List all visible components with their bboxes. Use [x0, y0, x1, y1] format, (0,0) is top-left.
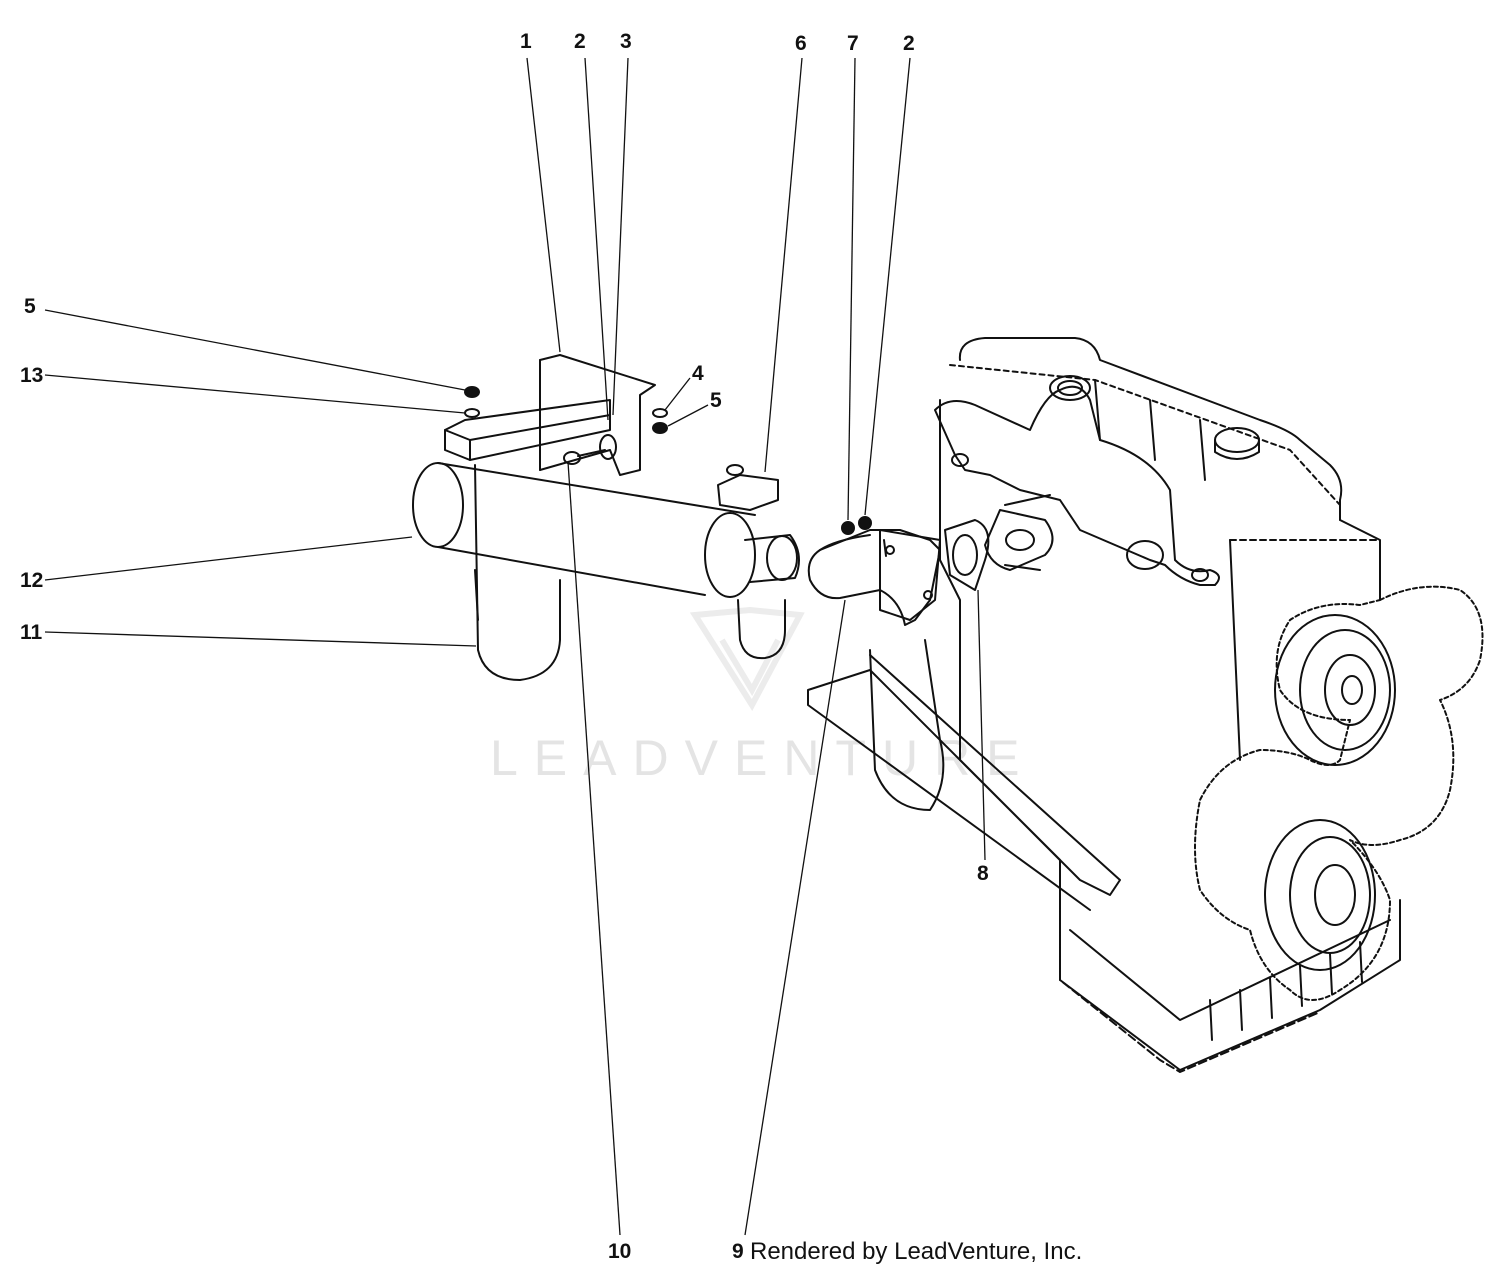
leader-lines — [44, 57, 986, 1236]
leader-5b — [667, 404, 709, 427]
muffler-bracket — [444, 354, 656, 476]
callout-labels: 1 2 3 6 7 2 5 13 4 5 12 11 8 10 9 — [20, 30, 989, 1263]
manifold-flange — [984, 509, 1054, 571]
engine-mount-rail — [807, 654, 1121, 911]
leader-1 — [526, 57, 561, 353]
watermark: LEADVENTURE — [490, 606, 1036, 786]
leader-2a — [584, 57, 609, 421]
callout-10: 10 — [608, 1240, 631, 1263]
callout-6: 6 — [795, 32, 807, 55]
callout-5b: 5 — [710, 389, 722, 412]
stud-nuts — [841, 494, 1051, 571]
nut-washer-stack-left — [464, 386, 480, 418]
leader-8 — [977, 589, 986, 861]
u-bolt-left — [474, 464, 561, 681]
muffler — [412, 462, 800, 598]
callout-1: 1 — [520, 30, 532, 53]
leader-6 — [764, 57, 803, 473]
leader-5a — [44, 309, 466, 391]
callout-3: 3 — [620, 30, 632, 53]
oil-pan — [1059, 899, 1321, 1073]
leader-11 — [44, 631, 477, 647]
watermark-text: LEADVENTURE — [490, 730, 1036, 786]
callout-2b: 2 — [903, 32, 915, 55]
leader-9 — [744, 599, 846, 1236]
callout-11: 11 — [20, 621, 43, 644]
clamp-bar — [717, 464, 779, 511]
leader-10 — [567, 461, 621, 1236]
u-bolt-right — [737, 599, 786, 660]
leader-3 — [612, 57, 629, 416]
callout-5a: 5 — [24, 295, 36, 318]
callout-12: 12 — [20, 569, 43, 592]
nut-washer-stack-right — [652, 408, 668, 434]
leader-13 — [44, 374, 466, 414]
exhaust-elbow — [807, 529, 941, 626]
callout-2a: 2 — [574, 30, 586, 53]
render-credit: Rendered by LeadVenture, Inc. — [750, 1238, 1083, 1265]
exhaust-manifold — [934, 385, 1220, 586]
callout-9: 9 — [732, 1240, 744, 1263]
callout-13: 13 — [20, 364, 43, 387]
callout-4: 4 — [692, 362, 704, 385]
callout-8: 8 — [977, 862, 989, 885]
leader-7 — [847, 57, 856, 521]
crank-pulley-lower — [1264, 819, 1376, 971]
bracket-bolt — [563, 434, 617, 465]
leader-4 — [664, 377, 691, 411]
callout-7: 7 — [847, 32, 859, 55]
engine-block — [807, 337, 1484, 1073]
timing-cover — [1194, 585, 1484, 1001]
exhaust-gasket — [944, 519, 990, 591]
leader-2b — [864, 57, 911, 516]
crank-pulley-upper — [1274, 614, 1396, 766]
leader-12 — [44, 536, 413, 581]
